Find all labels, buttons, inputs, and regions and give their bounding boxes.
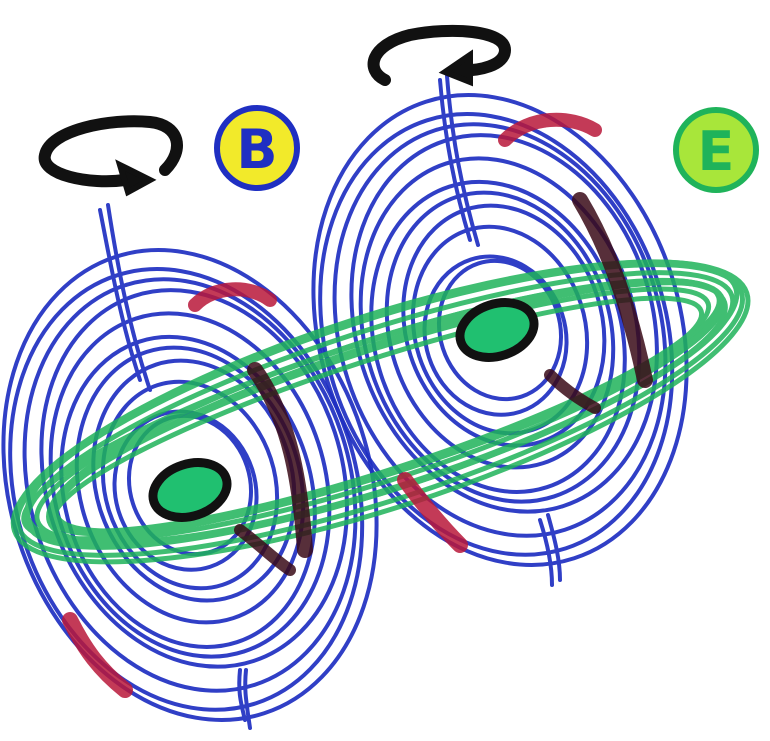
label-b-text: B [236, 118, 277, 181]
circular-arrow-icon [38, 115, 183, 197]
label-e-text: E [698, 120, 735, 183]
circular-arrow-icon [367, 24, 512, 87]
electric-field-rings [10, 259, 751, 565]
core-left [148, 458, 232, 522]
field-highlights [62, 112, 653, 698]
label-b-badge: B [214, 105, 300, 191]
core-right [455, 298, 539, 362]
label-e-badge: E [673, 107, 759, 193]
